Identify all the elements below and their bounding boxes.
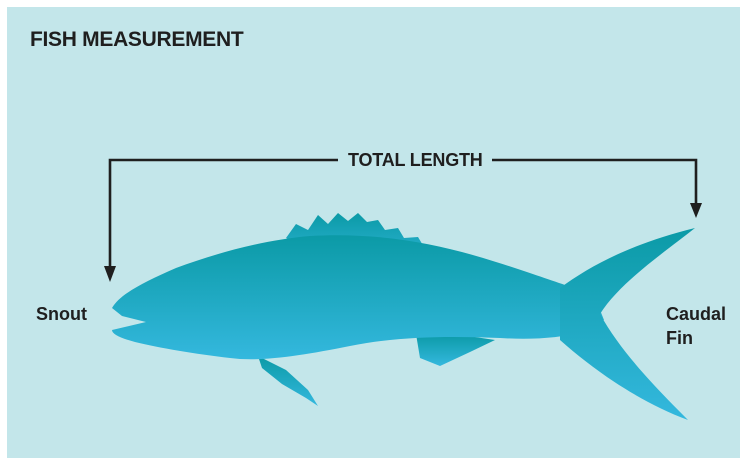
caudal-fin-label-line-2: Fin — [666, 326, 726, 350]
fish-silhouette — [112, 213, 695, 420]
caudal-fin-label: Caudal Fin — [666, 302, 726, 350]
snout-label: Snout — [36, 302, 87, 326]
arrowhead-snout-icon — [104, 266, 116, 282]
arrowhead-caudal-icon — [690, 203, 702, 218]
pelvic-fin — [258, 356, 318, 406]
caudal-fin-label-line-1: Caudal — [666, 302, 726, 326]
total-length-label: TOTAL LENGTH — [342, 150, 489, 171]
anal-fin — [416, 334, 495, 366]
bracket-right-line — [492, 160, 696, 205]
fish-body — [112, 235, 604, 359]
diagram-title: FISH MEASUREMENT — [30, 28, 243, 52]
